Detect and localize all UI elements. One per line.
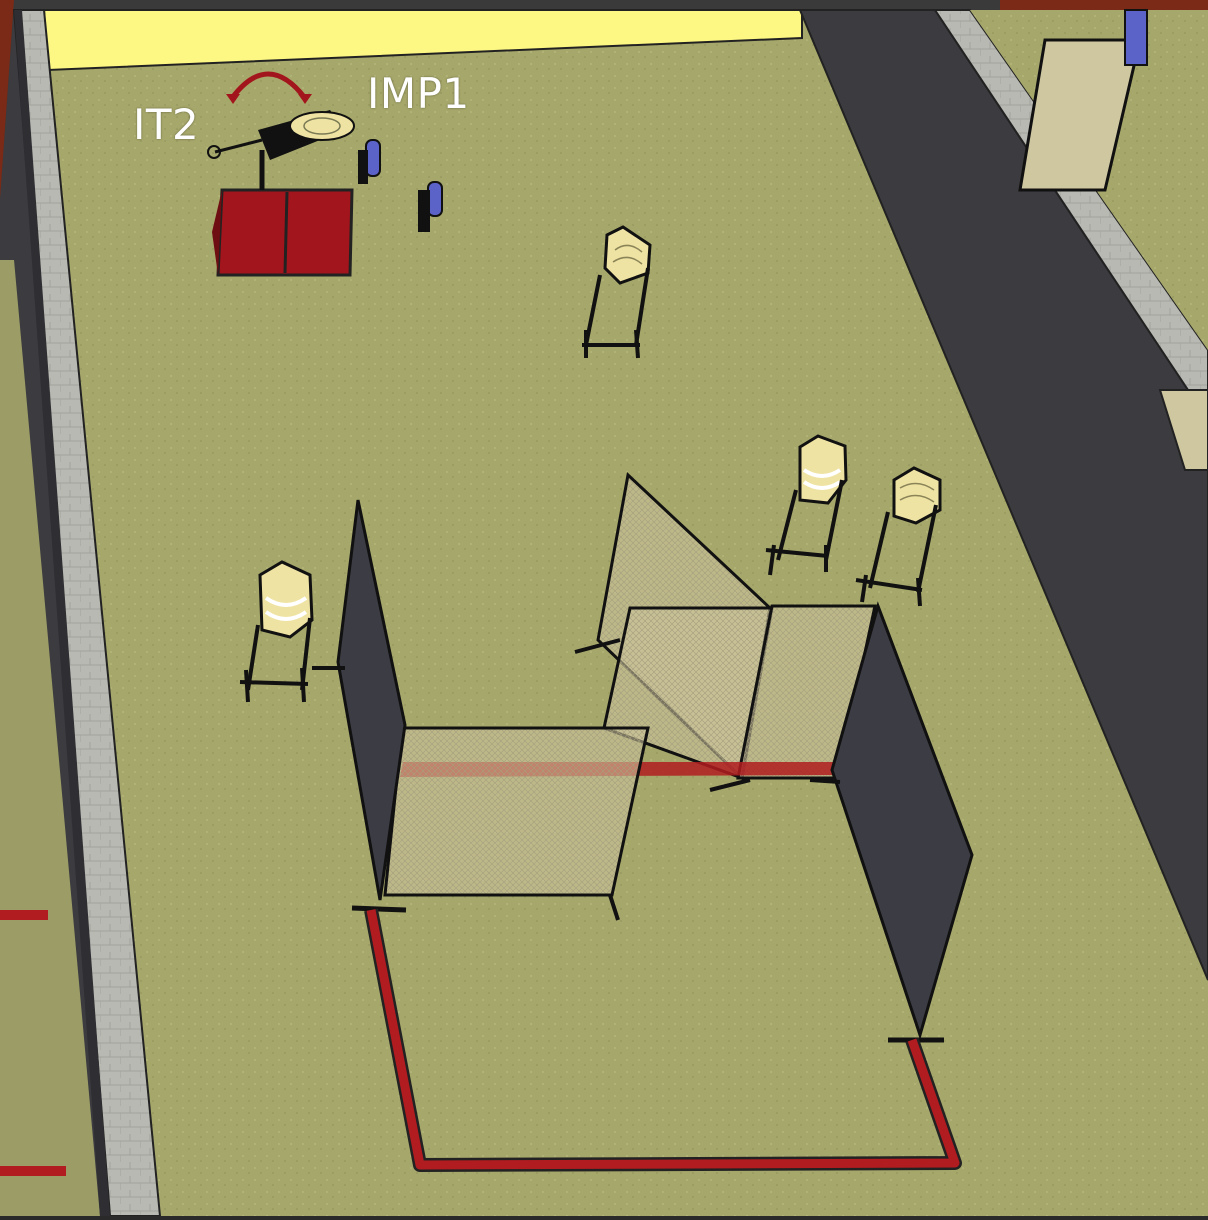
- outer-frame-right: [1000, 0, 1208, 10]
- mesh-panel-front: [385, 728, 648, 895]
- imp1-label: IMP1: [367, 73, 470, 115]
- it2-label: IT2: [133, 104, 199, 146]
- adjacent-steel-plate: [1125, 10, 1147, 65]
- adjacent-fault-line-2: [0, 1166, 66, 1176]
- adjacent-fault-line-1: [0, 910, 48, 920]
- start-box: [212, 190, 352, 275]
